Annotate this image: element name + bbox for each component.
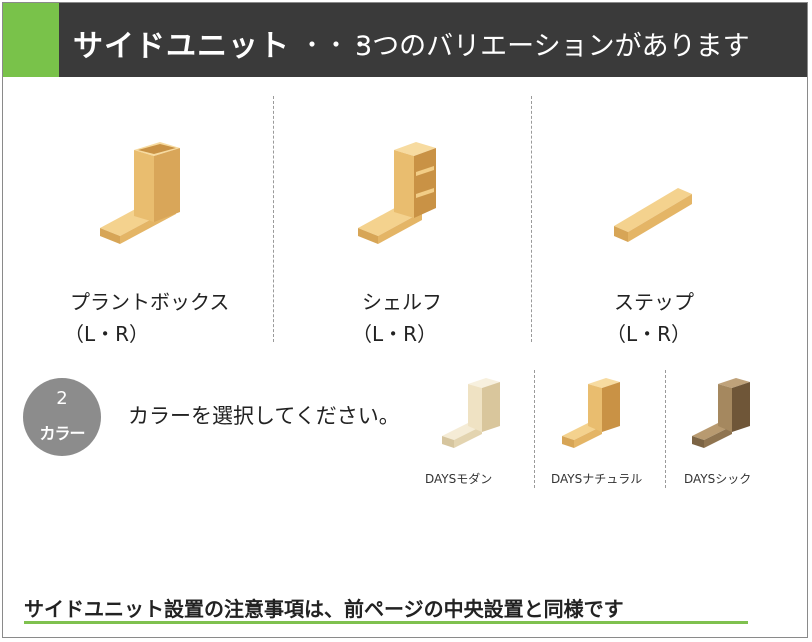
step-number: 2: [56, 388, 68, 409]
color-swatch-modern-image: [442, 378, 500, 448]
header-bar: サイドユニット ・・・ 3つのバリエーションがあります: [3, 3, 807, 77]
product-divider: [531, 96, 532, 342]
product-name: ステップ: [614, 290, 694, 314]
header-accent-block: [3, 3, 59, 77]
product-variant: （L・R）: [606, 322, 692, 346]
page-title: サイドユニット: [73, 29, 290, 64]
page-subtitle: 3つのバリエーションがあります: [355, 31, 750, 62]
step-badge: 2 カラー: [23, 378, 101, 456]
color-option-name: DAYSナチュラル: [551, 472, 643, 486]
color-swatch-natural-image: [562, 378, 620, 448]
plant-box-unit-image: [100, 142, 180, 244]
shelf-unit-image: [358, 142, 436, 244]
color-option-name: DAYSシック: [684, 472, 752, 486]
step-unit-image: [614, 188, 692, 242]
color-swatch-chic-image: [692, 378, 750, 448]
color-divider: [534, 370, 535, 488]
product-name: シェルフ: [362, 290, 442, 314]
color-instruction: カラーを選択してください。: [128, 404, 400, 428]
step-label: カラー: [39, 424, 85, 443]
product-variant: （L・R）: [64, 322, 150, 346]
product-name: プラントボックス: [70, 290, 230, 314]
product-divider: [273, 96, 274, 342]
color-option-name: DAYSモダン: [425, 472, 493, 486]
footer-underline: [24, 621, 748, 624]
title-separator: ・・・: [300, 31, 372, 59]
color-divider: [665, 370, 666, 488]
footer-note: サイドユニット設置の注意事項は、前ページの中央設置と同様です: [24, 597, 624, 621]
product-variant: （L・R）: [352, 322, 438, 346]
